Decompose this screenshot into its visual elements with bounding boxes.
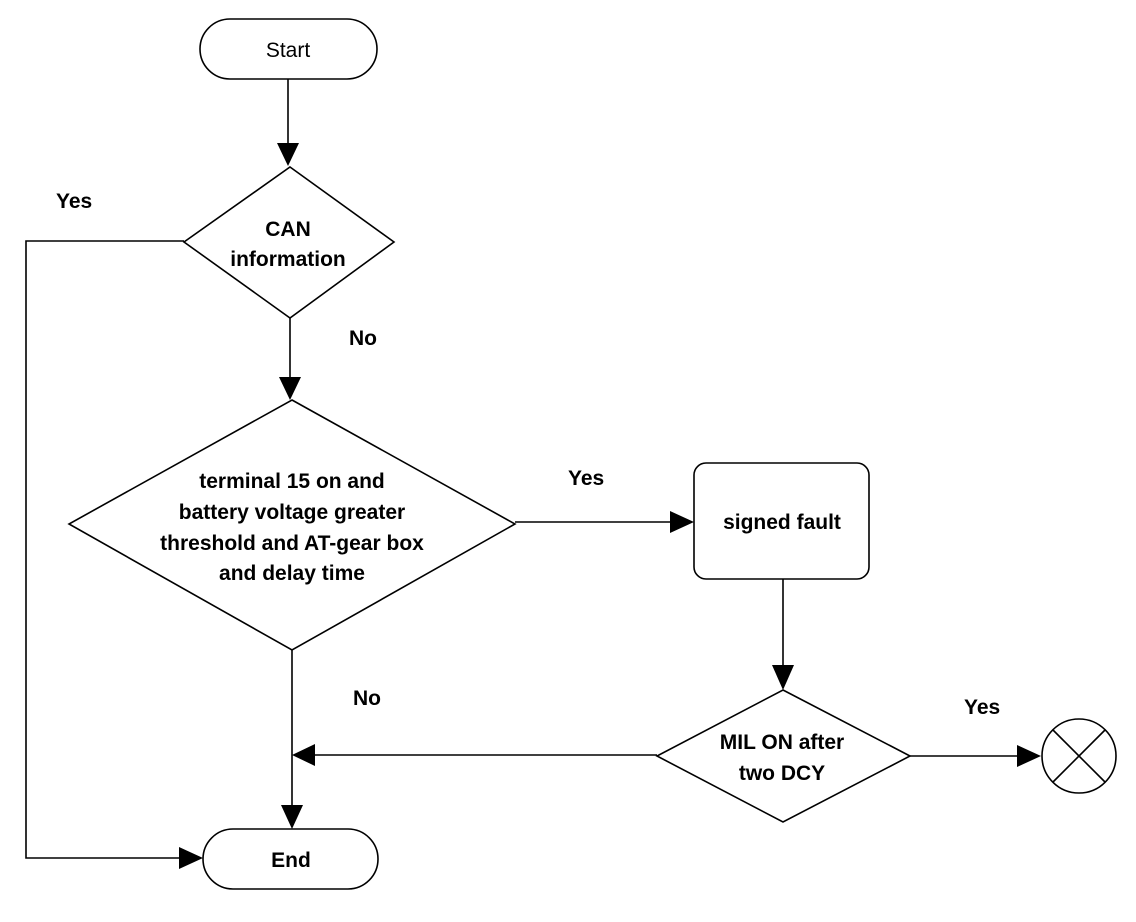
arrowhead-icon: [279, 377, 301, 400]
edge-condition-no-to-end: [281, 650, 303, 829]
condition-line-2: battery voltage greater: [179, 501, 405, 524]
edge-mil-no-to-main: [292, 744, 657, 766]
signed-fault-label: signed fault: [723, 511, 841, 534]
start-label: Start: [266, 39, 311, 62]
edge-condition-yes-to-fault: [515, 511, 694, 533]
mil-on-line-1: MIL ON after: [720, 731, 844, 754]
condition-line-4: and delay time: [219, 562, 365, 585]
condition-line-1: terminal 15 on and: [199, 470, 385, 493]
can-information-line-2: information: [230, 248, 346, 271]
start-node: Start: [199, 18, 378, 80]
mil-on-decision: MIL ON after two DCY: [655, 689, 912, 823]
arrowhead-icon: [670, 511, 694, 533]
arrowhead-icon: [277, 143, 299, 166]
condition-yes-label: Yes: [568, 467, 604, 490]
can-information-decision: CAN information: [182, 166, 396, 319]
edge-can-no-to-condition: [279, 318, 301, 400]
mil-yes-label: Yes: [964, 696, 1000, 719]
signed-fault-process: signed fault: [693, 462, 870, 580]
arrowhead-icon: [281, 805, 303, 829]
end-node: End: [202, 828, 379, 890]
mil-on-line-2: two DCY: [739, 762, 825, 785]
condition-decision: terminal 15 on and battery voltage great…: [67, 399, 517, 651]
edge-fault-to-mil: [772, 579, 794, 690]
terminal-connector-icon: [1041, 718, 1117, 794]
arrowhead-icon: [179, 847, 203, 869]
condition-no-label: No: [353, 687, 381, 710]
can-no-label: No: [349, 327, 377, 350]
arrowhead-icon: [292, 744, 315, 766]
end-label: End: [271, 849, 311, 872]
can-information-line-1: CAN: [265, 218, 311, 241]
edge-start-to-can: [277, 79, 299, 166]
condition-line-3: threshold and AT-gear box: [160, 532, 424, 555]
edge-can-yes-to-end: [25, 240, 203, 869]
arrowhead-icon: [772, 665, 794, 690]
arrowhead-icon: [1017, 745, 1041, 767]
can-yes-label: Yes: [56, 190, 92, 213]
edge-mil-yes-to-connector: [910, 745, 1041, 767]
